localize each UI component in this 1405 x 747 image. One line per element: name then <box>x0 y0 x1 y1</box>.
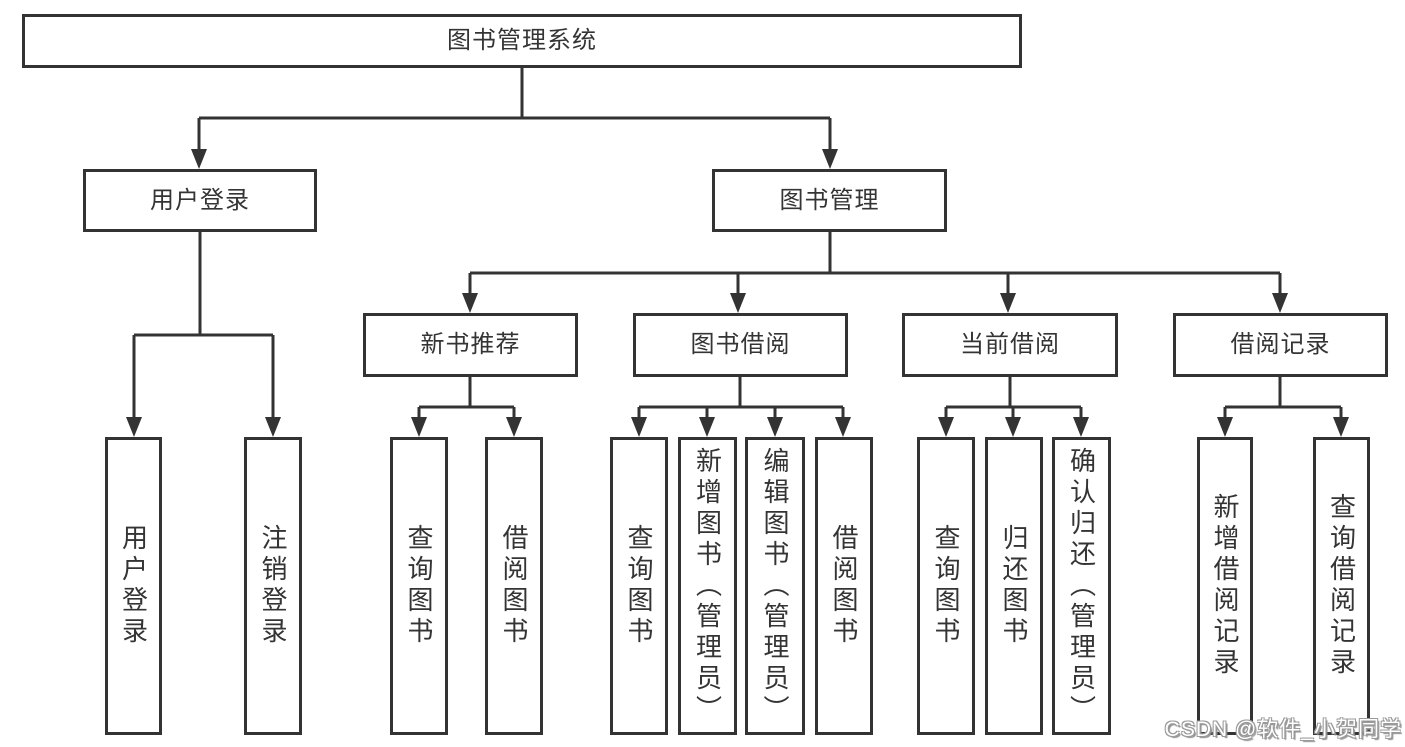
node-label: 借阅图书 <box>499 524 529 648</box>
arrow-down-icon <box>506 417 522 437</box>
leaf-user-login: 用户登录 <box>105 437 162 735</box>
arrow-down-icon <box>767 417 783 437</box>
leaf-query-borrow-record: 查询借阅记录 <box>1313 437 1370 735</box>
arrow-down-icon <box>1333 417 1349 437</box>
node-borrow-records: 借阅记录 <box>1173 313 1388 377</box>
node-label: 归还图书 <box>999 524 1029 648</box>
csdn-watermark: CSDN @软件_小贺同学 <box>1164 718 1402 741</box>
node-label: 查询图书 <box>404 524 434 648</box>
node-label: 借阅记录 <box>1230 331 1331 358</box>
arrow-down-icon <box>126 417 142 437</box>
arrow-down-icon <box>1005 417 1021 437</box>
node-label: 查询图书 <box>931 524 961 648</box>
leaf-return-books: 归还图书 <box>985 437 1043 735</box>
connectors-book-borrow-children <box>631 377 851 437</box>
node-label: 编辑图书（管理员） <box>760 446 790 726</box>
arrow-down-icon <box>699 417 715 437</box>
arrow-down-icon <box>822 149 838 169</box>
node-user-login: 用户登录 <box>83 169 317 232</box>
arrow-down-icon <box>1272 293 1288 313</box>
node-new-book-recommend: 新书推荐 <box>363 313 578 377</box>
node-label: 图书管理系统 <box>447 27 597 54</box>
leaf-query-books-borrow: 查询图书 <box>610 437 668 735</box>
node-label: 新增图书（管理员） <box>692 446 723 726</box>
connectors-borrow-records-children <box>1217 377 1349 437</box>
node-label: 图书管理 <box>779 186 880 214</box>
node-label: 注销登录 <box>258 524 288 648</box>
leaf-add-books-admin: 新增图书（管理员） <box>678 437 737 735</box>
leaf-logout: 注销登录 <box>244 437 302 735</box>
arrow-down-icon <box>411 417 427 437</box>
node-label: 用户登录 <box>118 524 149 648</box>
leaf-borrow-books: 借阅图书 <box>815 437 873 735</box>
leaf-query-books-current: 查询图书 <box>917 437 975 735</box>
leaf-edit-books-admin: 编辑图书（管理员） <box>745 437 805 735</box>
node-label: 确认归还（管理员） <box>1066 446 1097 726</box>
node-book-management: 图书管理 <box>712 169 947 232</box>
node-label: 查询图书 <box>624 524 654 648</box>
arrow-down-icon <box>938 417 954 437</box>
leaf-borrow-books-recommend: 借阅图书 <box>485 437 543 735</box>
connectors-current-borrow-children <box>938 377 1089 437</box>
node-label: 当前借阅 <box>960 331 1060 358</box>
arrow-down-icon <box>191 149 207 169</box>
leaf-query-books-recommend: 查询图书 <box>390 437 448 735</box>
node-label: 借阅图书 <box>829 524 859 648</box>
node-current-borrow: 当前借阅 <box>902 313 1118 377</box>
node-label: 查询借阅记录 <box>1326 493 1357 679</box>
arrow-down-icon <box>730 293 746 313</box>
arrow-down-icon <box>265 417 281 437</box>
connectors-book-management-to-level3 <box>462 232 1288 313</box>
node-label: 新书推荐 <box>420 331 521 358</box>
arrow-down-icon <box>631 417 647 437</box>
node-label: 新增借阅记录 <box>1210 493 1240 679</box>
connectors-new-book-recommend-children <box>411 377 522 437</box>
node-label: 图书借阅 <box>690 331 791 358</box>
arrow-down-icon <box>1217 417 1233 437</box>
connectors-user-login-children <box>126 232 281 437</box>
arrow-down-icon <box>462 293 478 313</box>
arrow-down-icon <box>1000 293 1016 313</box>
arrow-down-icon <box>835 417 851 437</box>
leaf-confirm-return-admin: 确认归还（管理员） <box>1052 437 1111 735</box>
connectors-root-to-level2 <box>191 68 838 169</box>
leaf-add-borrow-record: 新增借阅记录 <box>1197 437 1253 735</box>
node-book-borrow: 图书借阅 <box>633 313 848 377</box>
arrow-down-icon <box>1073 417 1089 437</box>
node-root: 图书管理系统 <box>22 14 1022 68</box>
node-label: 用户登录 <box>150 186 250 214</box>
